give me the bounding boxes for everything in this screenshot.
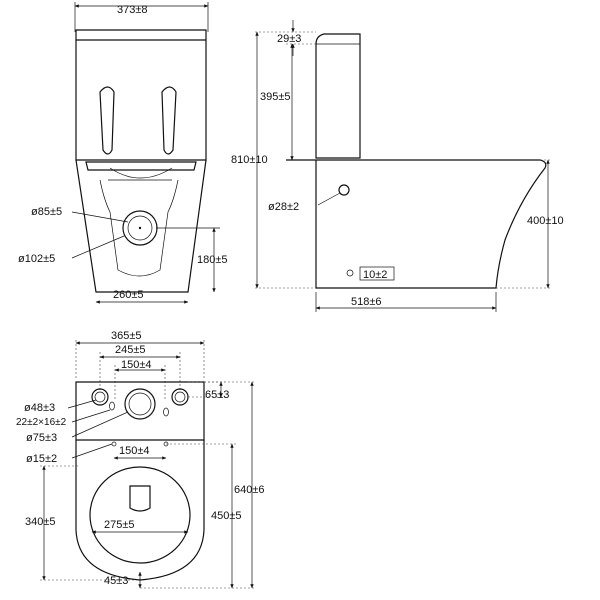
top-depth-total-label: 640±6 bbox=[234, 484, 265, 496]
top-hole-diameter-a-label: ø48±3 bbox=[24, 402, 55, 414]
side-length-label: 518±6 bbox=[351, 296, 382, 308]
top-depth-bowl-label: 450±5 bbox=[211, 510, 242, 522]
top-bowl-outline bbox=[75, 440, 205, 581]
top-hole-offset-label: 65±3 bbox=[205, 389, 229, 401]
top-hole-diameter-c-label: ø15±2 bbox=[26, 453, 57, 465]
top-view: 365±5 245±5 150±4 65±3 ø48±3 22±2×16±2 ø… bbox=[16, 330, 265, 589]
front-outer-diameter-label: ø102±5 bbox=[18, 253, 55, 265]
front-outlet-diameter-label: ø85±5 bbox=[31, 206, 62, 218]
front-body-outline bbox=[75, 159, 207, 293]
front-tank-outline bbox=[75, 29, 207, 41]
front-base-width-label: 260±5 bbox=[113, 289, 144, 301]
top-hole-spacing-outer-label: 245±5 bbox=[115, 344, 146, 356]
side-tank-height-label: 395±5 bbox=[260, 91, 291, 103]
top-rear-offset-label: 45±3 bbox=[104, 575, 128, 587]
front-outlet-inner bbox=[127, 215, 153, 241]
side-total-height-label: 810±10 bbox=[231, 154, 268, 166]
top-hole-spacing-inner-label: 150±4 bbox=[121, 359, 152, 371]
front-width-label: 373±8 bbox=[117, 4, 148, 16]
top-bowl-width-label: 275±5 bbox=[104, 519, 135, 531]
side-top-thickness-label: 29±3 bbox=[277, 33, 301, 45]
front-outlet-height-label: 180±5 bbox=[197, 254, 228, 266]
side-fix-hole-label: 10±2 bbox=[363, 269, 387, 281]
side-inlet-diameter-label: ø28±2 bbox=[268, 201, 299, 213]
top-bowl-inner bbox=[89, 466, 191, 564]
front-tank-slot-left bbox=[99, 86, 115, 155]
top-slot bbox=[109, 401, 115, 411]
side-body-outline bbox=[286, 159, 547, 289]
top-hole-right bbox=[171, 388, 189, 406]
side-seat-height-label: 400±10 bbox=[527, 215, 564, 227]
top-slot-size-label: 22±2×16±2 bbox=[16, 417, 67, 428]
front-view: 373±8 ø85±5 ø102±5 180±5 260±5 bbox=[18, 2, 228, 304]
top-overall-width-label: 365±5 bbox=[111, 330, 142, 342]
top-seat-hole-spacing-label: 150±4 bbox=[119, 445, 150, 457]
top-hole-left bbox=[91, 388, 109, 406]
top-hole-center bbox=[124, 388, 156, 420]
front-tank-slot-right bbox=[161, 86, 177, 155]
top-hole-diameter-b-label: ø75±3 bbox=[26, 432, 57, 444]
side-inlet-circle bbox=[338, 184, 350, 196]
top-depth-outlet-label: 340±5 bbox=[25, 516, 56, 528]
top-drain-shape bbox=[129, 485, 151, 512]
side-view: ø28±2 10±2 810±10 395±5 29±3 400±10 518±… bbox=[231, 20, 564, 312]
side-tank-outline bbox=[315, 33, 361, 159]
